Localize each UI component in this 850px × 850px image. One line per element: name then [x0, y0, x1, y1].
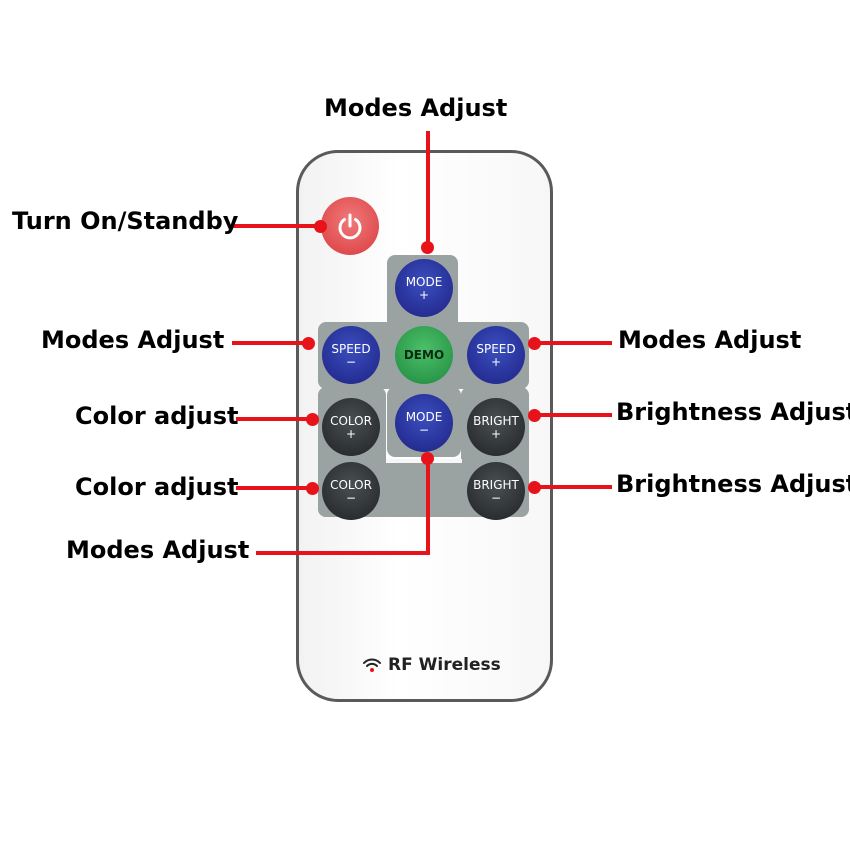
- color-plus-sym: +: [345, 426, 357, 441]
- mode-plus-button[interactable]: MODE +: [395, 259, 453, 317]
- bright-minus-button[interactable]: BRIGHT −: [467, 462, 525, 520]
- dot-color-down: [306, 482, 319, 495]
- speed-plus-button[interactable]: SPEED +: [467, 326, 525, 384]
- color-minus-button[interactable]: COLOR −: [322, 462, 380, 520]
- line-bottom-horizontal: [256, 551, 430, 555]
- line-right-speed: [535, 341, 612, 345]
- bright-plus-label: BRIGHT: [473, 413, 519, 428]
- bright-minus-sym: −: [490, 490, 502, 505]
- rf-wireless-brand: RF Wireless: [362, 652, 501, 678]
- dot-power: [314, 220, 327, 233]
- power-icon: [338, 213, 362, 240]
- mode-minus-label: MODE: [405, 409, 443, 424]
- dot-bottom: [421, 452, 434, 465]
- wireless-icon: [363, 658, 381, 672]
- mode-plus-sym: +: [418, 287, 430, 302]
- color-plus-button[interactable]: COLOR +: [322, 398, 380, 456]
- dot-bright-up: [528, 409, 541, 422]
- line-top: [426, 131, 430, 246]
- label-right-modes-adjust: Modes Adjust: [618, 326, 802, 354]
- dot-color-up: [306, 413, 319, 426]
- label-bright-down: Brightness Adjust: [616, 470, 850, 498]
- bright-minus-label: BRIGHT: [473, 477, 519, 492]
- mode-plus-label: MODE: [405, 274, 443, 289]
- label-bottom-modes-adjust: Modes Adjust: [66, 536, 250, 564]
- dot-bright-down: [528, 481, 541, 494]
- dot-right-speed: [528, 337, 541, 350]
- brand-text: RF Wireless: [388, 655, 501, 675]
- label-top-modes-adjust: Modes Adjust: [324, 94, 508, 122]
- dot-top: [421, 241, 434, 254]
- speed-minus-sym: −: [345, 354, 357, 369]
- bright-plus-sym: +: [490, 426, 502, 441]
- label-color-up: Color adjust: [75, 402, 239, 430]
- power-button[interactable]: [321, 197, 379, 255]
- demo-button[interactable]: DEMO: [395, 326, 453, 384]
- label-left-modes-adjust: Modes Adjust: [41, 326, 225, 354]
- mode-minus-sym: −: [418, 422, 430, 437]
- label-power: Turn On/Standby: [12, 207, 239, 235]
- speed-minus-label: SPEED: [331, 341, 371, 356]
- color-minus-label: COLOR: [330, 477, 372, 492]
- line-color-up: [236, 417, 313, 421]
- speed-plus-label: SPEED: [476, 341, 516, 356]
- line-bright-down: [535, 485, 612, 489]
- color-minus-sym: −: [345, 490, 357, 505]
- line-left-speed: [232, 341, 310, 345]
- mode-minus-button[interactable]: MODE −: [395, 394, 453, 452]
- line-bottom-vertical: [426, 458, 430, 555]
- demo-label: DEMO: [403, 347, 445, 362]
- line-bright-up: [535, 413, 612, 417]
- line-color-down: [236, 486, 313, 490]
- speed-minus-button[interactable]: SPEED −: [322, 326, 380, 384]
- label-color-down: Color adjust: [75, 473, 239, 501]
- bright-plus-button[interactable]: BRIGHT +: [467, 398, 525, 456]
- line-power: [233, 224, 321, 228]
- label-bright-up: Brightness Adjust: [616, 398, 850, 426]
- speed-plus-sym: +: [490, 354, 502, 369]
- color-plus-label: COLOR: [330, 413, 372, 428]
- dot-left-speed: [302, 337, 315, 350]
